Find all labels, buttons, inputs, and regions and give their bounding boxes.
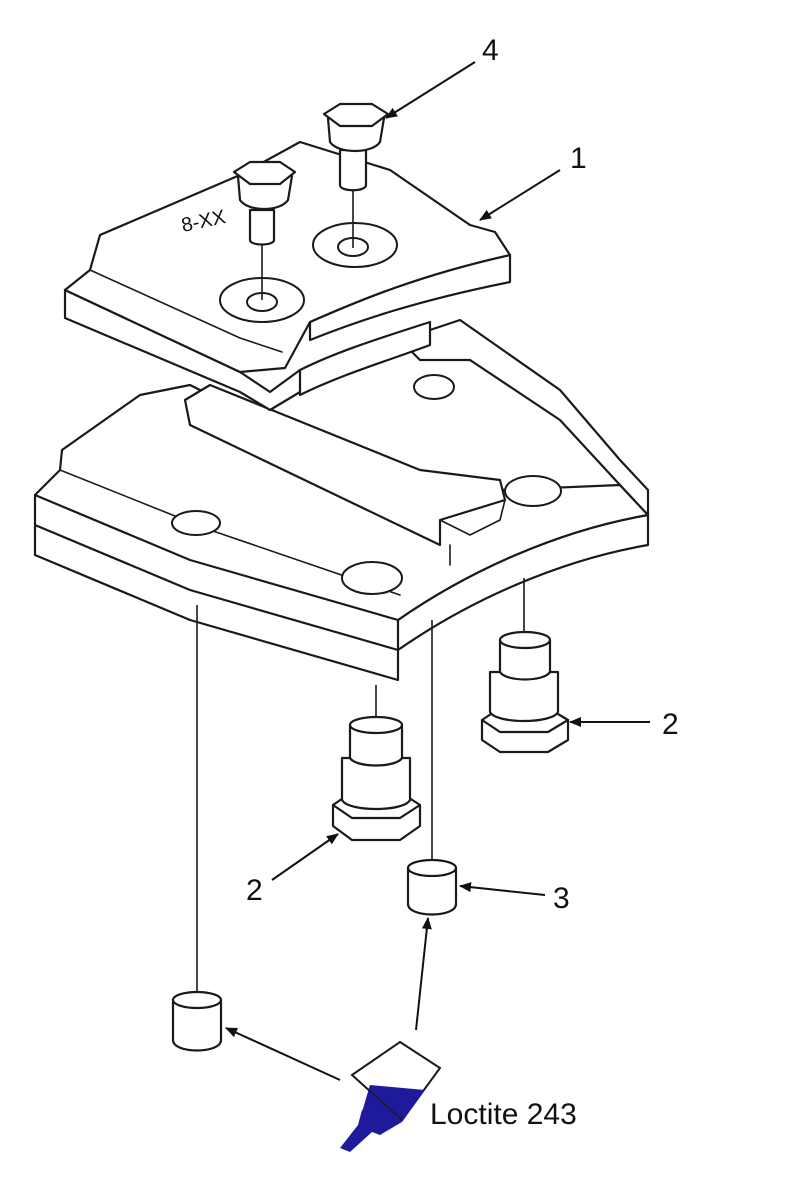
callout-bushing: 3 <box>553 882 570 915</box>
adhesive-bottle-icon <box>340 1040 442 1152</box>
callout-bracket: 1 <box>570 142 587 175</box>
bolt-left <box>232 160 297 300</box>
leader-bolt <box>385 61 476 119</box>
nut-left <box>331 685 422 842</box>
bushing-left <box>171 605 223 1052</box>
leader-adhesive-up <box>415 917 432 1031</box>
callout-nut-left: 2 <box>246 874 263 907</box>
bolt-right <box>322 102 390 248</box>
lower-bracket-plate <box>33 318 650 682</box>
leader-bracket <box>479 169 561 221</box>
leader-lines <box>225 61 650 1081</box>
upper-bracket: 8-XX <box>63 140 512 412</box>
leader-nut-left <box>271 833 339 881</box>
nut-right <box>480 578 570 754</box>
callout-nut-right: 2 <box>662 708 679 741</box>
leader-adhesive-left <box>225 1027 341 1081</box>
bushing-right <box>406 620 458 916</box>
adhesive-label: Loctite 243 <box>430 1098 577 1131</box>
callout-bolt: 4 <box>482 34 499 67</box>
leader-bushing <box>459 882 546 896</box>
